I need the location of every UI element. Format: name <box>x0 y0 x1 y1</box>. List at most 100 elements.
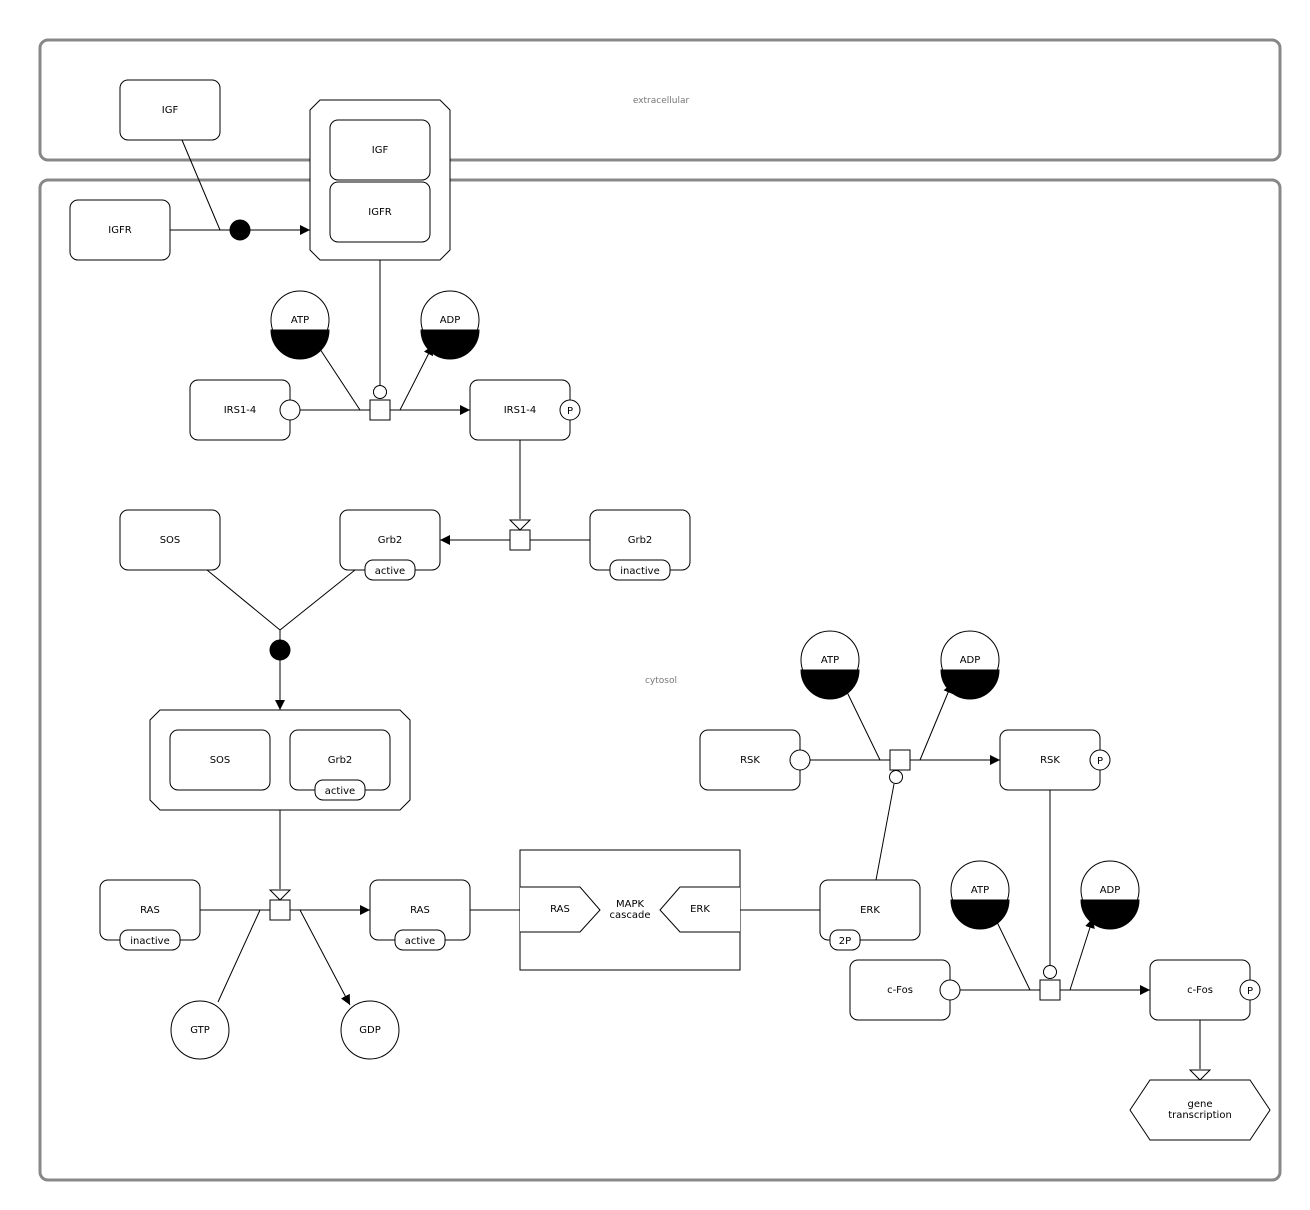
catalysis-marker-irs <box>373 385 387 399</box>
irs-phospho-state <box>559 399 581 421</box>
igf-node[interactable]: IGF <box>119 79 221 141</box>
irs-phospho-label: P <box>567 406 573 417</box>
process-irs-phosphorylation <box>369 399 391 421</box>
atp-rsk-consumption-edge <box>845 689 881 761</box>
ras-active-node[interactable]: RAS active <box>369 879 471 951</box>
atp-cfos-consumption-edge <box>995 919 1031 991</box>
complex-igfr-member <box>329 181 431 243</box>
rsk-phospho-label: P <box>1097 756 1103 767</box>
process-grb2-activation <box>509 529 531 551</box>
gdp-node[interactable]: GDP <box>340 1000 400 1060</box>
ras-inactive-node[interactable]: RAS inactive <box>99 879 201 951</box>
igf-label: IGF <box>162 105 179 116</box>
grb2-inactive-label: Grb2 <box>628 535 653 546</box>
erk-phospho-state-label: 2P <box>839 936 851 947</box>
atp-label-irs: ATP <box>291 315 309 326</box>
rsk-phospho-state <box>1089 749 1111 771</box>
stimulation-marker-transcription <box>1188 1069 1212 1081</box>
rsk-output-node[interactable]: RSK P <box>999 729 1111 791</box>
submap-ras-port-label: RAS <box>550 904 570 915</box>
grb2-inactive-state-label: inactive <box>620 566 660 577</box>
gtp-consumption-edge <box>217 909 261 1003</box>
adp-node-irs[interactable]: ADP <box>420 290 480 360</box>
ras-active-label: RAS <box>410 905 430 916</box>
ras-active-state-label: active <box>405 936 435 947</box>
phenotype-line2: transcription <box>1168 1110 1232 1121</box>
sos-grb2-complex[interactable]: SOS Grb2 active <box>149 709 411 811</box>
cfos-input-node[interactable]: c-Fos <box>849 959 961 1021</box>
sos-node[interactable]: SOS <box>119 509 221 571</box>
grb2-active-label: Grb2 <box>378 535 403 546</box>
catalysis-marker-cfos <box>1043 965 1057 979</box>
catalysis-marker-rsk <box>889 770 903 784</box>
irs-output-node[interactable]: IRS1-4 P <box>469 379 581 441</box>
igfr-label: IGFR <box>108 225 131 236</box>
grb2-inactive-node[interactable]: Grb2 inactive <box>589 509 691 581</box>
complex-sos-label: SOS <box>210 755 231 766</box>
complex-grb2-label: Grb2 <box>328 755 353 766</box>
cytosol-label: cytosol <box>645 676 677 686</box>
adp-label-rsk: ADP <box>960 655 981 666</box>
process-cfos-phosphorylation <box>1039 979 1061 1001</box>
irs-input-node[interactable]: IRS1-4 <box>189 379 301 441</box>
adp-rsk-production-edge <box>919 682 953 761</box>
adp-production-edge <box>399 344 434 411</box>
igfr-node[interactable]: IGFR <box>69 199 171 261</box>
irs-input-label: IRS1-4 <box>224 405 257 416</box>
mapk-cascade-submap[interactable]: RAS ERK MAPK cascade <box>519 849 741 971</box>
process-rsk-phosphorylation <box>889 749 911 771</box>
igf-igfr-complex[interactable]: IGF IGFR <box>309 99 451 261</box>
gdp-label: GDP <box>359 1025 380 1036</box>
irs-empty-state <box>279 399 301 421</box>
gtp-node[interactable]: GTP <box>170 1000 230 1060</box>
grb2-active-state-label: active <box>375 566 405 577</box>
adp-label-irs: ADP <box>440 315 461 326</box>
complex-igf-member <box>329 119 431 181</box>
erk-node[interactable]: ERK 2P <box>819 879 921 951</box>
grb2-active-node[interactable]: Grb2 active <box>339 509 441 581</box>
grb2-consumption-edge <box>279 569 356 631</box>
submap-erk-port-label: ERK <box>690 904 710 915</box>
complex-grb2-state-label: active <box>325 786 355 797</box>
rsk-empty-state <box>789 749 811 771</box>
cfos-output-node[interactable]: c-Fos P <box>1149 959 1261 1021</box>
cfos-phospho-state <box>1239 979 1261 1001</box>
adp-node-cfos[interactable]: ADP <box>1080 860 1140 930</box>
submap-erk-port <box>659 886 740 933</box>
submap-title-line2: cascade <box>610 910 651 921</box>
phenotype-line1: gene <box>1188 1099 1213 1110</box>
association-igf-igfr <box>229 219 251 241</box>
sos-label: SOS <box>160 535 181 546</box>
cfos-input-label: c-Fos <box>887 985 913 996</box>
adp-cfos-production-edge <box>1069 917 1095 991</box>
atp-consumption-edge <box>315 342 361 411</box>
extracellular-label: extracellular <box>633 96 690 106</box>
process-ras-activation <box>269 899 291 921</box>
adp-node-rsk[interactable]: ADP <box>940 630 1000 700</box>
extracellular-compartment <box>38 38 1282 162</box>
adp-label-cfos: ADP <box>1100 885 1121 896</box>
submap-ras-port <box>520 886 601 933</box>
ras-active-state <box>394 929 446 951</box>
gene-transcription-phenotype[interactable]: gene transcription <box>1129 1079 1271 1141</box>
submap-title-line1: MAPK <box>616 899 644 910</box>
sos-consumption-edge <box>206 569 281 631</box>
gtp-label: GTP <box>190 1025 210 1036</box>
stimulation-marker-ras <box>268 889 292 901</box>
rsk-output-label: RSK <box>1040 755 1060 766</box>
ras-inactive-label: RAS <box>140 905 160 916</box>
grb2-inactive-state <box>609 559 671 581</box>
gdp-production-edge <box>299 909 351 1006</box>
cfos-empty-state <box>939 979 961 1001</box>
atp-label-cfos: ATP <box>971 885 989 896</box>
atp-node-rsk[interactable]: ATP <box>800 630 860 700</box>
complex-igfr-label: IGFR <box>368 207 391 218</box>
erk-label: ERK <box>860 905 880 916</box>
cfos-phospho-label: P <box>1247 986 1253 997</box>
atp-node-cfos[interactable]: ATP <box>950 860 1010 930</box>
complex-sos-member <box>169 729 271 791</box>
atp-node-irs[interactable]: ATP <box>270 290 330 360</box>
rsk-input-label: RSK <box>740 755 760 766</box>
rsk-input-node[interactable]: RSK <box>699 729 811 791</box>
